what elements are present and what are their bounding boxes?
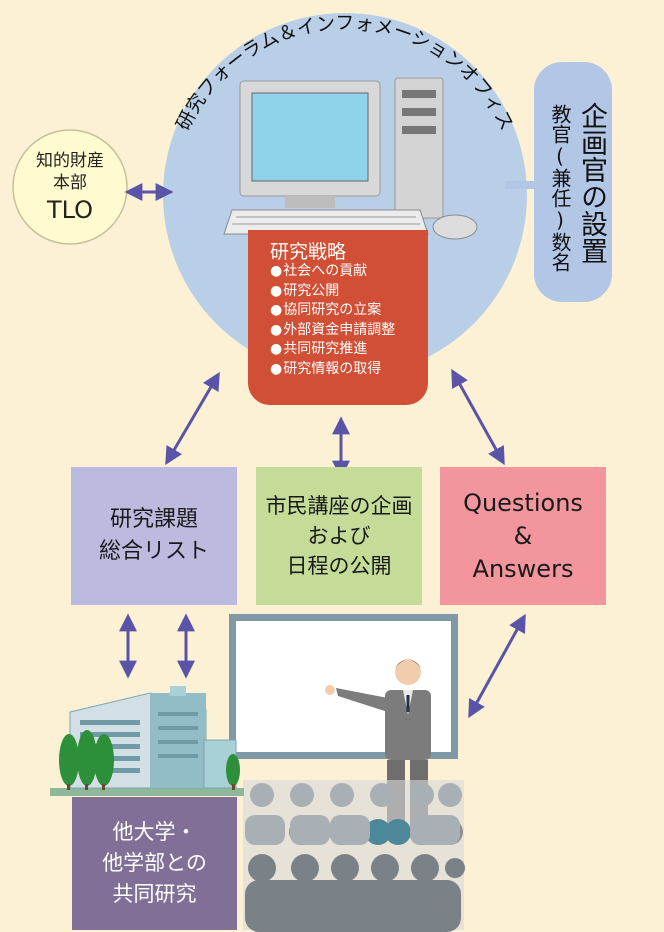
research-strategy-list: 社会への貢献 研究公開 協同研究の立案 外部資金申請調整 共同研究推進 研究情報…	[270, 262, 395, 379]
strategy-item: 社会への貢献	[270, 262, 395, 282]
qa-box: Questions & Answers	[440, 467, 606, 605]
joint-research-line-2: 他学部との	[102, 851, 207, 875]
tlo-line-1: 知的財産	[36, 151, 104, 171]
qa-line-1: Questions	[463, 488, 583, 517]
strategy-item: 研究情報の取得	[270, 360, 395, 380]
qa-line-3: Answers	[472, 554, 574, 583]
arrow-qa-audience	[468, 613, 526, 719]
desktop-computer-icon	[223, 77, 478, 240]
arrow-office-research-list	[165, 371, 220, 466]
research-list-box: 研究課題 総合リスト	[71, 467, 237, 605]
strategy-item: 研究公開	[270, 282, 395, 302]
planning-officer-subtitle: 教官(兼任)数名	[548, 104, 572, 272]
planning-officer-title: 企画官の設置	[576, 102, 607, 264]
presenter-icon	[325, 659, 431, 825]
strategy-item: 共同研究推進	[270, 340, 395, 360]
public-lecture-line-2: および	[307, 524, 371, 548]
planning-officer-panel: 企画官の設置 教官(兼任)数名	[534, 62, 612, 302]
public-lecture-box: 市民講座の企画 および 日程の公開	[256, 467, 422, 605]
research-strategy-title: 研究戦略	[270, 241, 347, 263]
arrow-office-qa	[451, 368, 505, 466]
strategy-item: 外部資金申請調整	[270, 321, 395, 341]
public-lecture-line-3: 日程の公開	[286, 554, 392, 578]
tlo-line-3: TLO	[46, 196, 94, 224]
joint-research-box: 他大学・ 他学部との 共同研究	[72, 797, 237, 930]
tlo-label: 知的財産 本部 TLO	[14, 140, 126, 236]
research-list-line-2: 総合リスト	[98, 539, 209, 564]
qa-line-2: &	[513, 521, 533, 550]
research-list-line-1: 研究課題	[109, 507, 198, 532]
public-lecture-line-1: 市民講座の企画	[265, 494, 413, 518]
office-building-icon	[50, 686, 244, 796]
audience-icon	[243, 780, 465, 932]
tlo-line-2: 本部	[53, 173, 87, 193]
joint-research-line-1: 他大学・	[112, 820, 197, 844]
strategy-item: 協同研究の立案	[270, 301, 395, 321]
joint-research-line-3: 共同研究	[112, 882, 197, 906]
